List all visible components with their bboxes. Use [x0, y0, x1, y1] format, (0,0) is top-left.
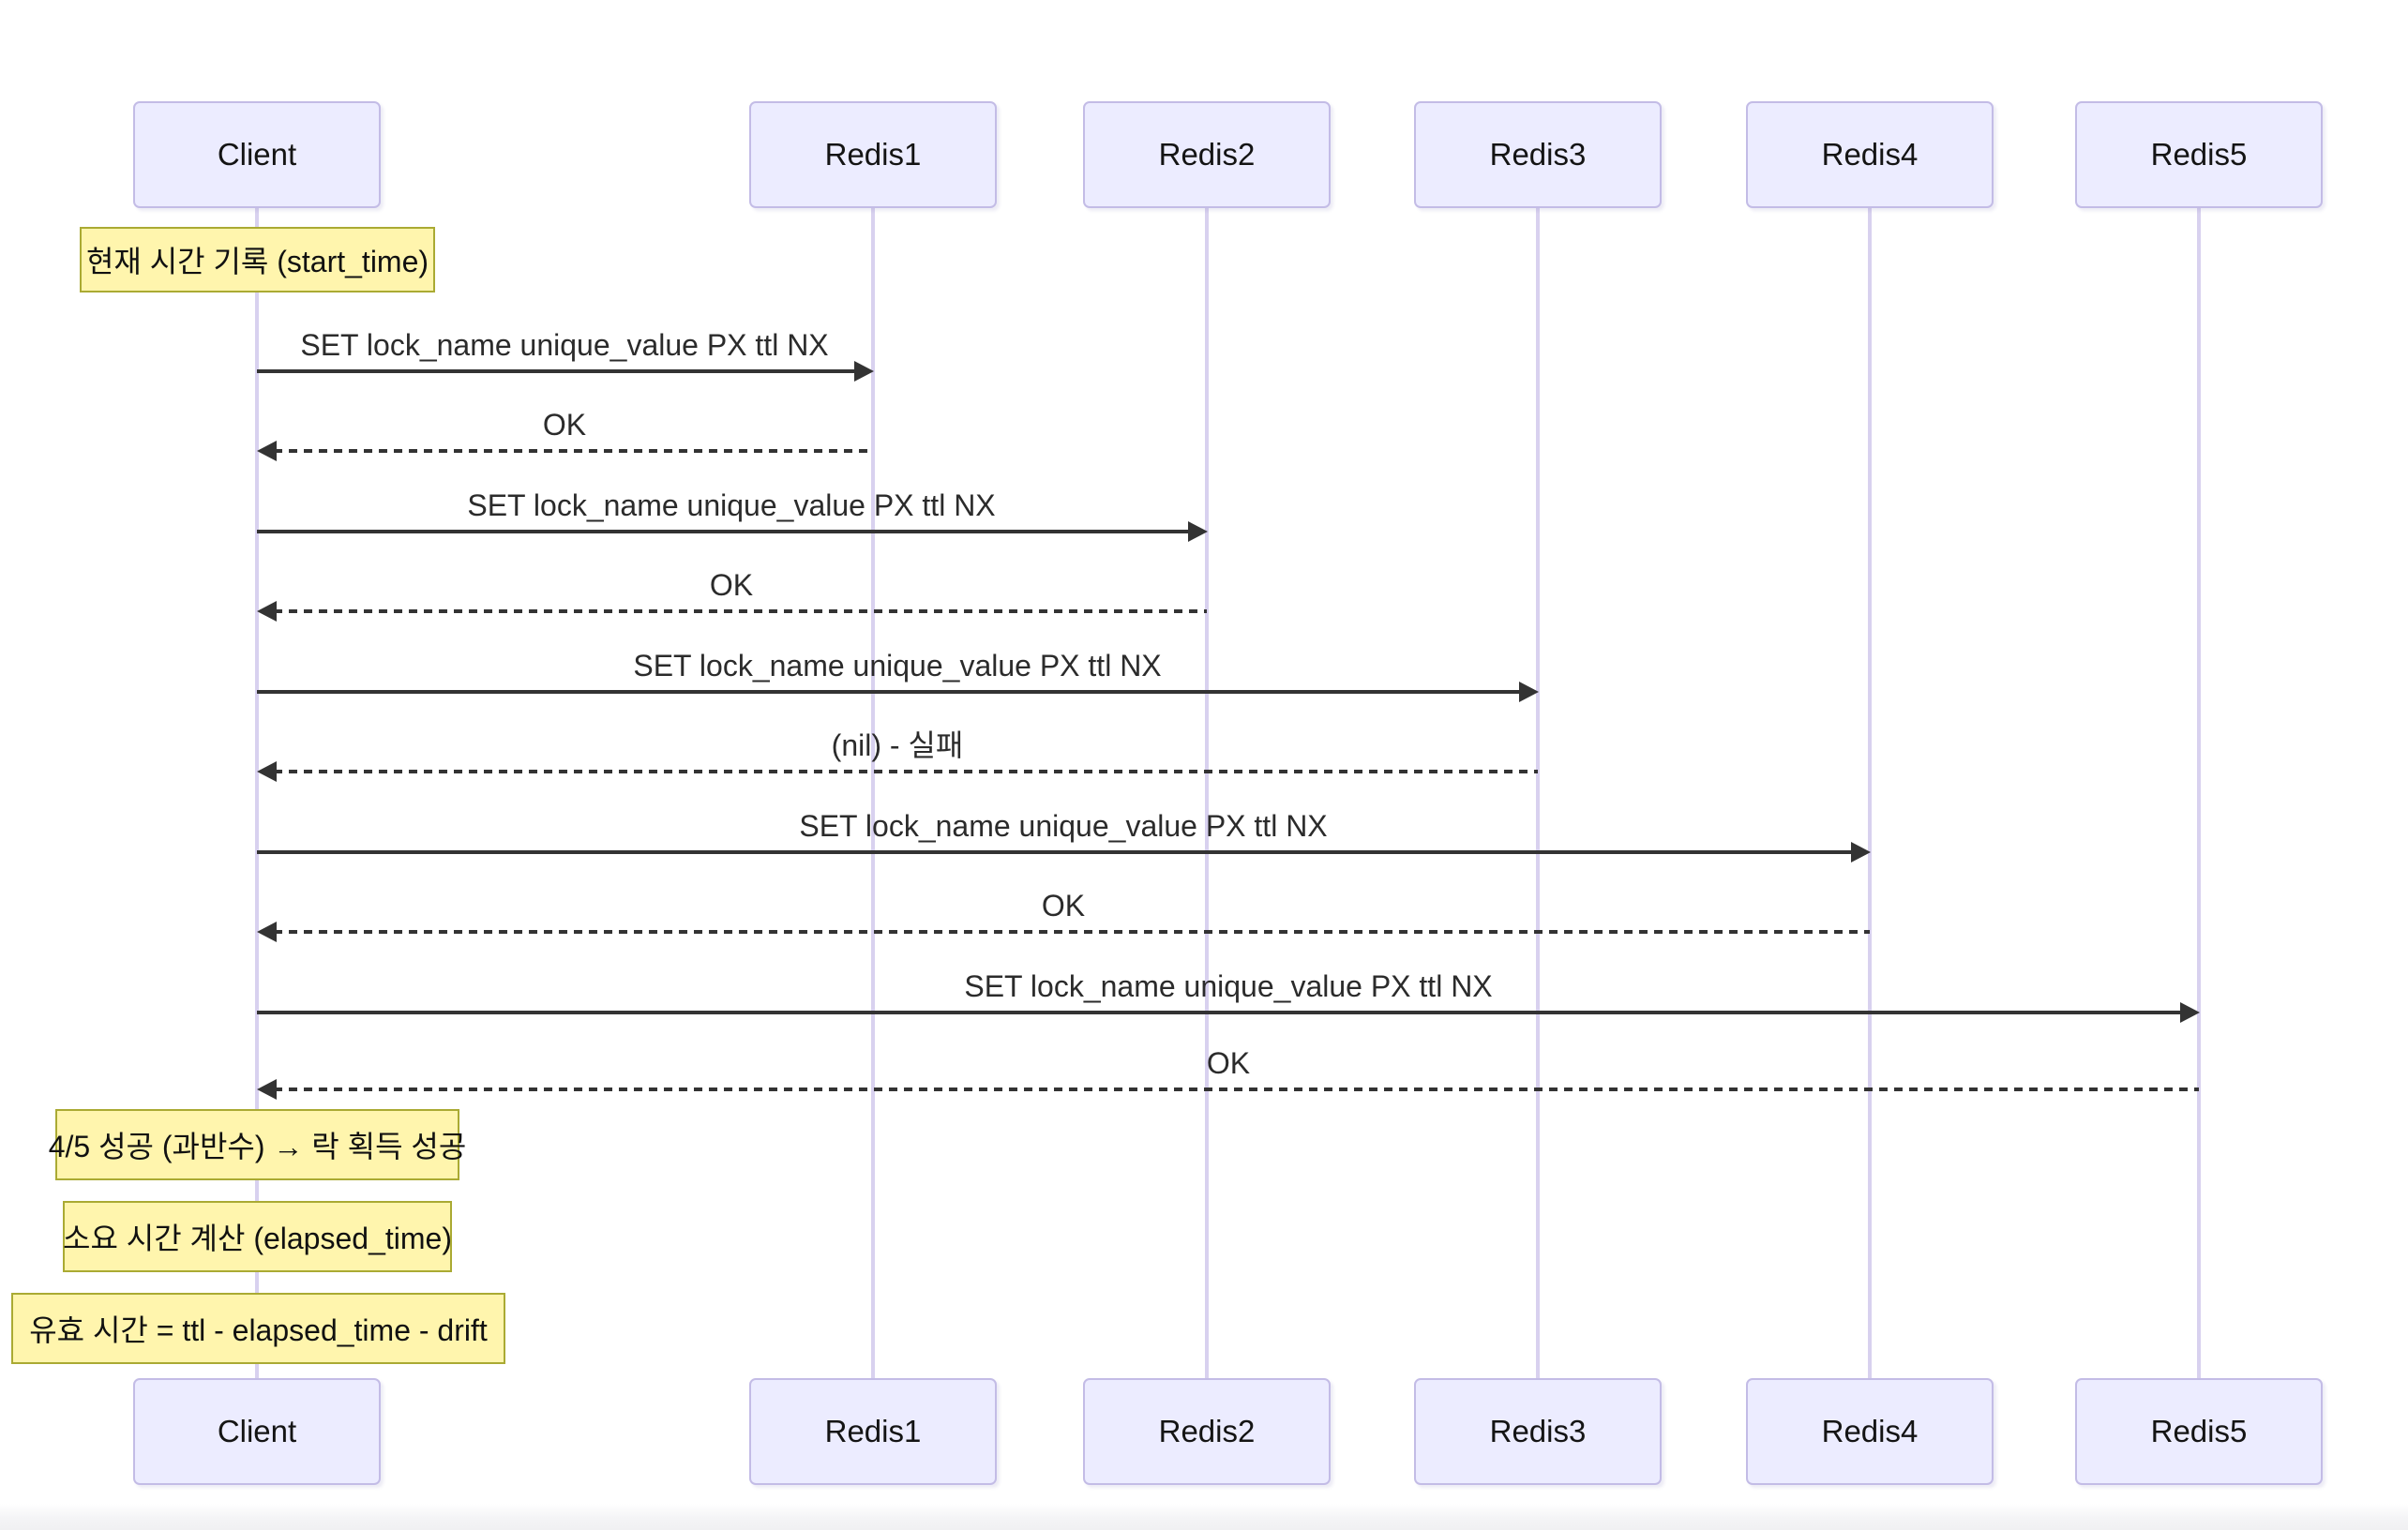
message-label: SET lock_name unique_value PX ttl NX — [964, 969, 1493, 1003]
message-line — [274, 930, 1870, 934]
message-label: OK — [542, 408, 587, 442]
message-line — [257, 690, 1521, 694]
message-label: SET lock_name unique_value PX ttl NX — [300, 328, 829, 362]
participant-redis3-top: Redis3 — [1414, 101, 1662, 208]
message-label: OK — [709, 568, 754, 602]
arrowhead-right-icon — [1519, 682, 1539, 702]
lifeline-client — [255, 208, 259, 1378]
message-line — [257, 1011, 2182, 1014]
viewport-bottom-strip — [0, 1504, 2408, 1530]
message-label: SET lock_name unique_value PX ttl NX — [633, 649, 1162, 682]
arrowhead-right-icon — [854, 361, 874, 382]
note-validity-time: 유효 시간 = ttl - elapsed_time - drift — [11, 1293, 505, 1364]
message-label: (nil) - 실패 — [831, 728, 964, 762]
message-line — [257, 530, 1190, 533]
participant-redis4-top: Redis4 — [1746, 101, 1994, 208]
lifeline-redis2 — [1205, 208, 1209, 1378]
participant-client-bottom: Client — [133, 1378, 381, 1485]
lifeline-redis3 — [1536, 208, 1540, 1378]
message-line — [274, 1088, 2199, 1091]
participant-redis2-bottom: Redis2 — [1083, 1378, 1331, 1485]
message-label: SET lock_name unique_value PX ttl NX — [467, 488, 996, 522]
message-line — [257, 369, 856, 373]
message-line — [274, 609, 1207, 613]
participant-client-top: Client — [133, 101, 381, 208]
participant-redis2-top: Redis2 — [1083, 101, 1331, 208]
arrowhead-right-icon — [1188, 521, 1208, 542]
arrowhead-left-icon — [257, 761, 277, 782]
arrowhead-left-icon — [257, 601, 277, 622]
arrowhead-left-icon — [257, 1079, 277, 1100]
note-majority-success: 4/5 성공 (과반수) → 락 획득 성공 — [49, 1109, 466, 1180]
arrowhead-left-icon — [257, 441, 277, 461]
lifeline-redis5 — [2197, 208, 2201, 1378]
message-line — [257, 850, 1853, 854]
note-start-time: 현재 시간 기록 (start_time) — [80, 227, 435, 292]
message-line — [274, 449, 873, 453]
arrowhead-right-icon — [1851, 842, 1871, 862]
arrowhead-left-icon — [257, 922, 277, 942]
lifeline-redis4 — [1868, 208, 1872, 1378]
message-label: OK — [1206, 1046, 1251, 1080]
participant-redis4-bottom: Redis4 — [1746, 1378, 1994, 1485]
message-label: OK — [1041, 889, 1086, 922]
participant-redis5-bottom: Redis5 — [2075, 1378, 2323, 1485]
message-label: SET lock_name unique_value PX ttl NX — [799, 809, 1328, 843]
participant-redis1-top: Redis1 — [749, 101, 997, 208]
participant-redis5-top: Redis5 — [2075, 101, 2323, 208]
note-elapsed-time: 소요 시간 계산 (elapsed_time) — [63, 1201, 452, 1272]
lifeline-redis1 — [871, 208, 875, 1378]
message-line — [274, 770, 1538, 773]
participant-redis1-bottom: Redis1 — [749, 1378, 997, 1485]
participant-redis3-bottom: Redis3 — [1414, 1378, 1662, 1485]
arrowhead-right-icon — [2180, 1002, 2200, 1023]
